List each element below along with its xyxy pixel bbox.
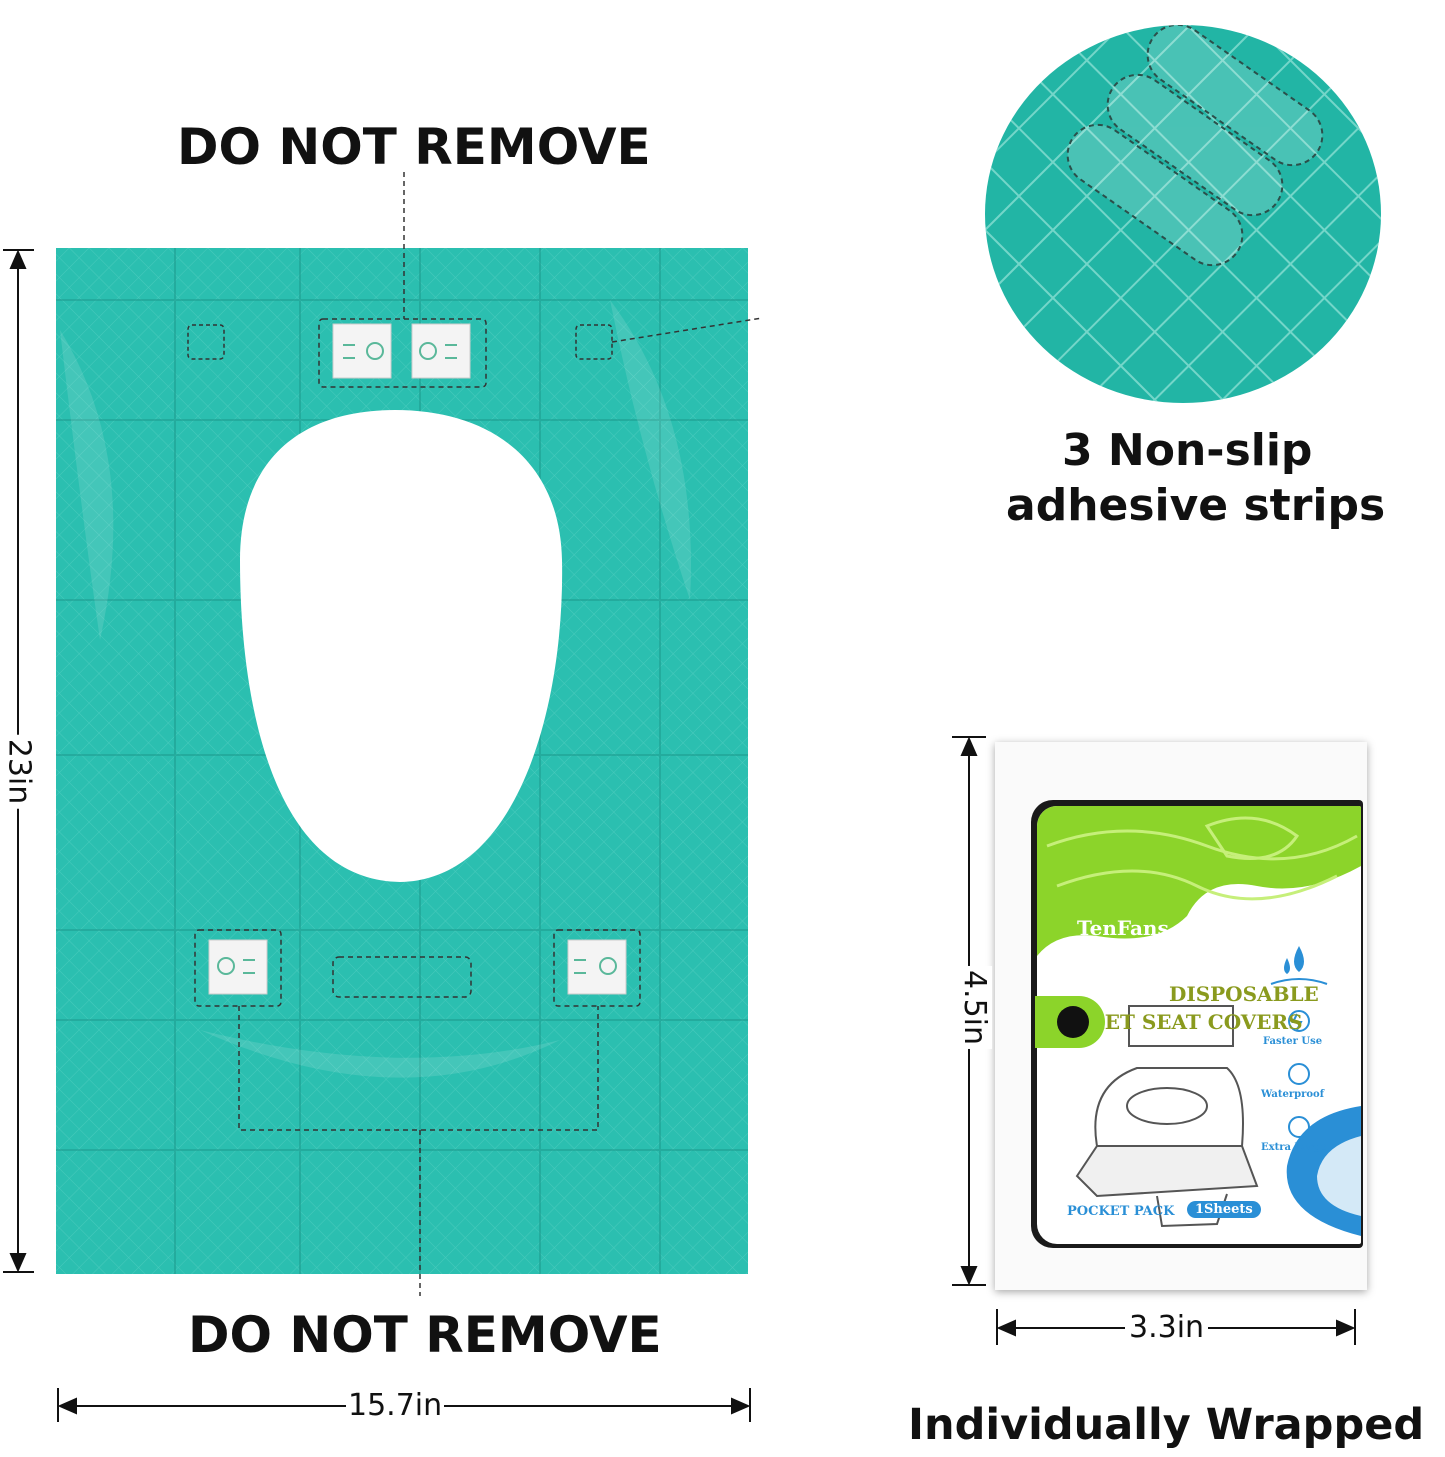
top-do-not-remove-label: DO NOT REMOVE xyxy=(177,118,651,176)
individually-wrapped-caption: Individually Wrapped xyxy=(908,1400,1425,1450)
pack-brand: TenFans xyxy=(1077,916,1169,940)
cover-width-dimension: 15.7in xyxy=(346,1388,445,1423)
adhesive-strip-zoom xyxy=(985,25,1381,403)
bottom-do-not-remove-label: DO NOT REMOVE xyxy=(188,1306,662,1364)
pack-feature-waterproof: Waterproof xyxy=(1261,1089,1324,1100)
pack-title-line1: DISPOSABLE xyxy=(1169,982,1319,1006)
water-drop-icon xyxy=(1270,946,1328,985)
strips-caption-line2: adhesive strips xyxy=(1006,480,1386,531)
lightning-icon xyxy=(1288,1010,1310,1032)
pack-width-dimension: 3.3in xyxy=(1125,1310,1209,1345)
pack-height-dimension: 4.5in xyxy=(957,965,993,1050)
umbrella-icon xyxy=(1288,1063,1310,1085)
expand-icon xyxy=(1288,1116,1310,1138)
seat-cover-illustration xyxy=(3,172,760,1422)
pack-pocket-label: POCKET PACK xyxy=(1067,1204,1175,1219)
pack-sheets-badge: 1Sheets xyxy=(1187,1201,1261,1218)
cover-height-dimension: 23in xyxy=(1,734,37,809)
pack-hang-hole xyxy=(1057,1006,1089,1038)
pack-dimension-lines xyxy=(952,736,1356,1345)
strips-caption-line1: 3 Non-slip xyxy=(1062,425,1313,476)
pack-feature-faster: Faster Use xyxy=(1263,1036,1323,1047)
seat-hole xyxy=(240,410,563,882)
toilet-illustration xyxy=(1075,1005,1259,1228)
pocket-pack: TenFans DISPOSABLE TOILET SEAT COVERS Fa… xyxy=(995,742,1367,1290)
pack-feature-large: Extra Large xyxy=(1261,1142,1327,1153)
